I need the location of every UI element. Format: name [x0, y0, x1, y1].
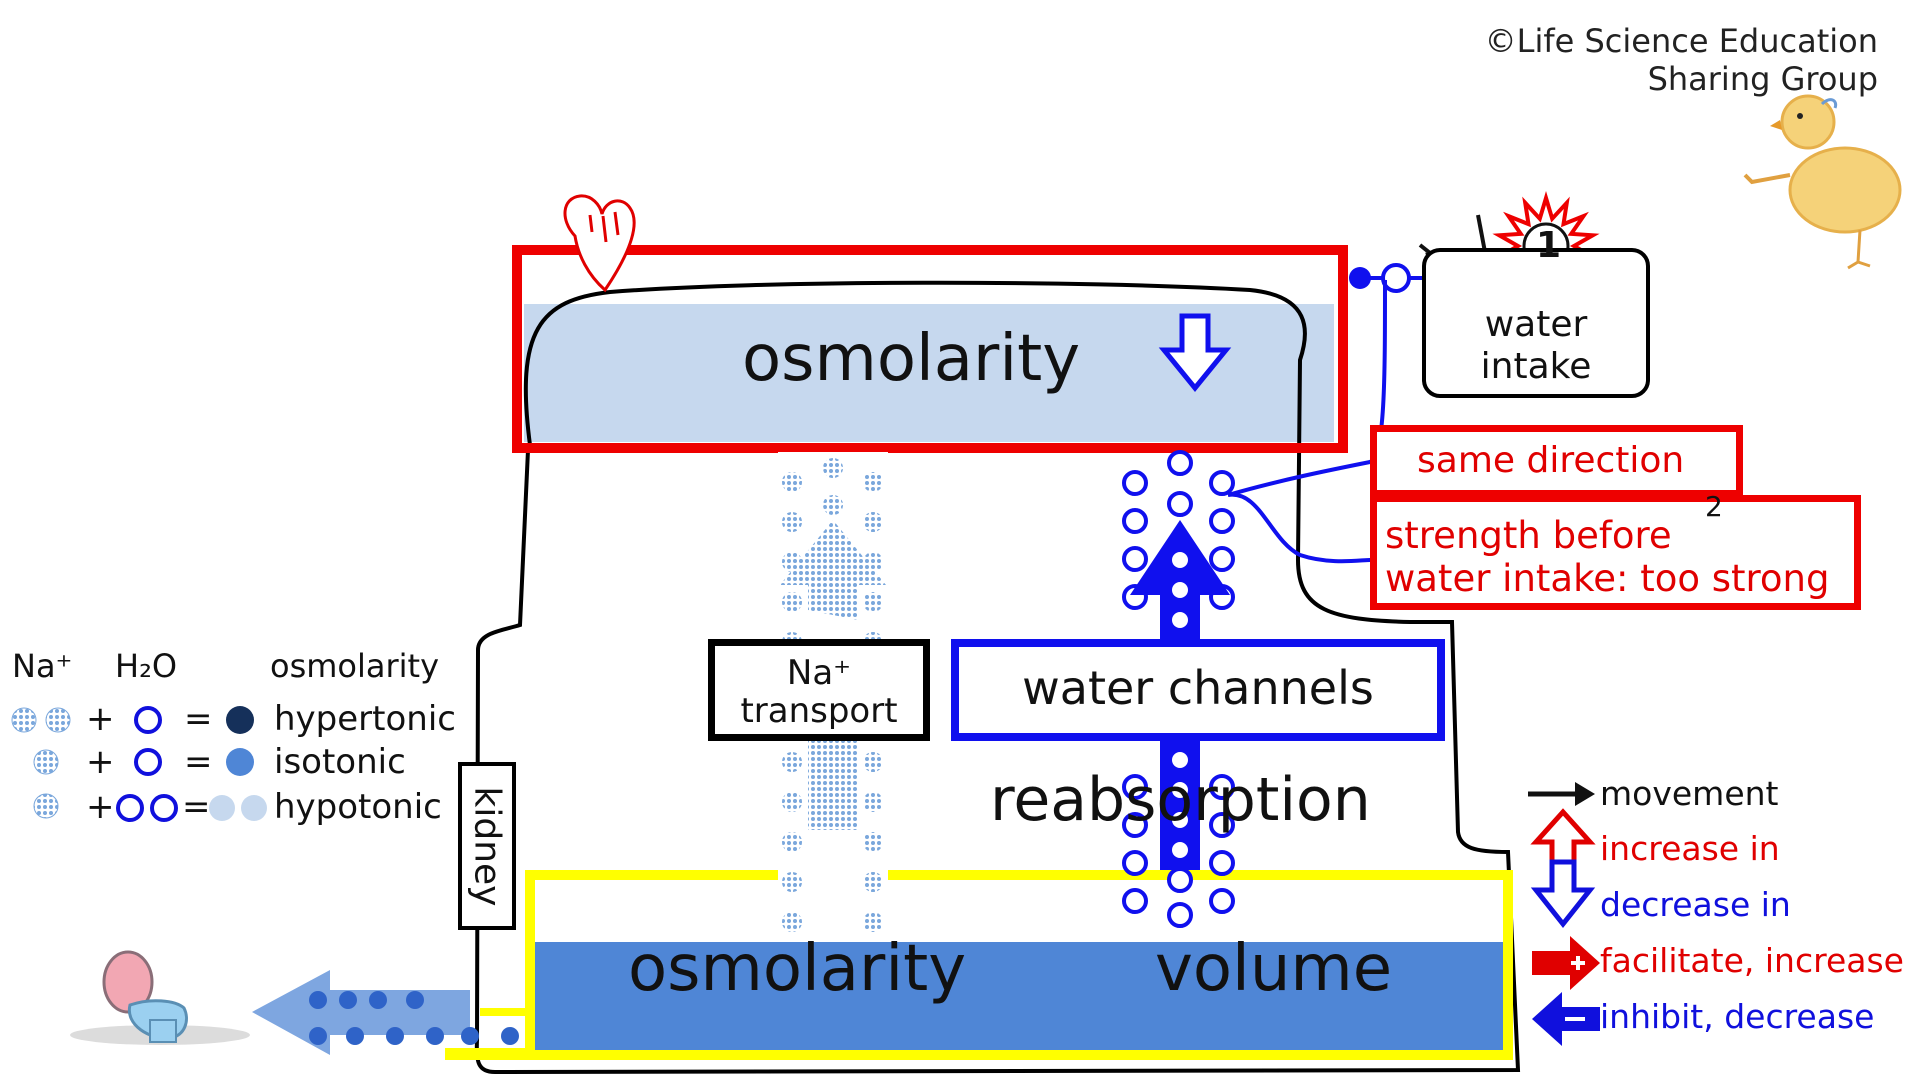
legend-plus-2: +: [86, 742, 115, 782]
body-outline: [474, 280, 1521, 1075]
water-dot: [1209, 470, 1235, 496]
na-dot: [863, 592, 883, 612]
na-transport-line-1: Na⁺: [786, 653, 852, 693]
legend-equals-2: =: [184, 742, 213, 782]
water-channels-label: water channels: [1022, 661, 1374, 715]
bottom-volume-label: volume: [1155, 932, 1393, 1006]
water-dot: [1167, 450, 1193, 476]
water-dot: [1167, 867, 1193, 893]
legend-na-header: Na⁺: [12, 647, 73, 685]
water-intake-line-2: intake: [1480, 346, 1592, 387]
top-red-frame: [512, 245, 1348, 453]
decrease-arrow-top: [1158, 313, 1232, 392]
na-dot: [823, 458, 843, 478]
water-intake-box: water intake: [1422, 248, 1650, 398]
top-osmolarity-label: osmolarity: [742, 322, 1081, 396]
kidney-label-wrap: kidney: [458, 762, 516, 930]
water-dot: [1167, 491, 1193, 517]
water-dot: [1122, 470, 1148, 496]
chick-icon: [1743, 94, 1902, 270]
legend-equals-1: =: [184, 699, 213, 739]
water-channels-box: water channels: [951, 639, 1445, 741]
na-up-arrow: [780, 520, 886, 620]
water-dot: [1122, 508, 1148, 534]
kidney-box: [458, 762, 516, 930]
na-dot: [863, 832, 883, 852]
na-transport-box: Na⁺ transport: [708, 639, 930, 741]
na-dot: [863, 912, 883, 932]
legend-osm-header: osmolarity: [270, 647, 440, 685]
water-dot: [1122, 812, 1148, 838]
legend-inhibit: inhibit, decrease: [1600, 997, 1875, 1036]
legend-decrease: decrease in: [1600, 885, 1791, 924]
water-dot: [1122, 546, 1148, 572]
water-dot: [1209, 812, 1235, 838]
legend-hypertonic: hypertonic: [274, 699, 456, 739]
na-dot: [782, 792, 802, 812]
kidney-label: kidney: [466, 786, 508, 906]
na-dot: [863, 472, 883, 492]
legend-hypotonic: hypotonic: [274, 787, 442, 827]
water-dot: [1209, 888, 1235, 914]
toilet-icon: [70, 950, 250, 1045]
strength-line-2: water intake: too strong: [1385, 557, 1830, 600]
na-dot: [823, 495, 843, 515]
marker-1-label: 1: [1536, 225, 1562, 266]
legend-symbols: [11, 706, 267, 822]
na-dot: [863, 752, 883, 772]
legend-facilitate: facilitate, increase: [1600, 941, 1904, 980]
water-dot: [1122, 774, 1148, 800]
legend-h2o-header: H₂O: [115, 647, 178, 685]
credit: ©Life Science Education Sharing Group: [1485, 22, 1878, 98]
water-dot: [1122, 850, 1148, 876]
na-dot: [782, 592, 802, 612]
reabsorption-label: reabsorption: [990, 765, 1371, 835]
na-dot: [863, 792, 883, 812]
na-dot: [782, 832, 802, 852]
na-dot: [782, 512, 802, 532]
water-intake-line-1: water: [1484, 304, 1588, 345]
water-dot: [1209, 508, 1235, 534]
water-up-arrow: [1130, 520, 1230, 640]
bottom-osmolarity-label: osmolarity: [628, 932, 967, 1006]
bottom-compartment-fill: [528, 942, 1503, 1050]
legend-plus-3: +: [86, 787, 115, 827]
same-direction-box: same direction: [1370, 425, 1743, 497]
na-dot: [782, 912, 802, 932]
na-dot: [782, 872, 802, 892]
na-transport-line-2: transport: [740, 691, 898, 731]
water-dot: [1167, 902, 1193, 928]
legend-increase: increase in: [1600, 829, 1780, 868]
water-dot: [1209, 850, 1235, 876]
legend-movement: movement: [1600, 774, 1779, 813]
strength-line-1: strength before: [1385, 514, 1672, 557]
legend-equals-3: =: [182, 787, 211, 827]
legend-isotonic: isotonic: [274, 742, 406, 782]
strength-box: strength before water intake: too strong: [1370, 495, 1861, 610]
na-dot: [863, 512, 883, 532]
legend-plus-1: +: [86, 699, 115, 739]
water-dot: [1209, 774, 1235, 800]
na-dot: [782, 472, 802, 492]
credit-line-2: Sharing Group: [1647, 60, 1878, 98]
credit-line-1: ©Life Science Education: [1484, 22, 1878, 60]
na-dot: [782, 752, 802, 772]
same-direction-label: same direction: [1417, 440, 1685, 481]
water-dot: [1209, 546, 1235, 572]
na-dot: [863, 872, 883, 892]
water-dot: [1122, 888, 1148, 914]
heart-icon: [563, 194, 636, 293]
right-legend-symbols: [1528, 782, 1600, 1046]
marker-2-label: 2: [1705, 490, 1723, 523]
